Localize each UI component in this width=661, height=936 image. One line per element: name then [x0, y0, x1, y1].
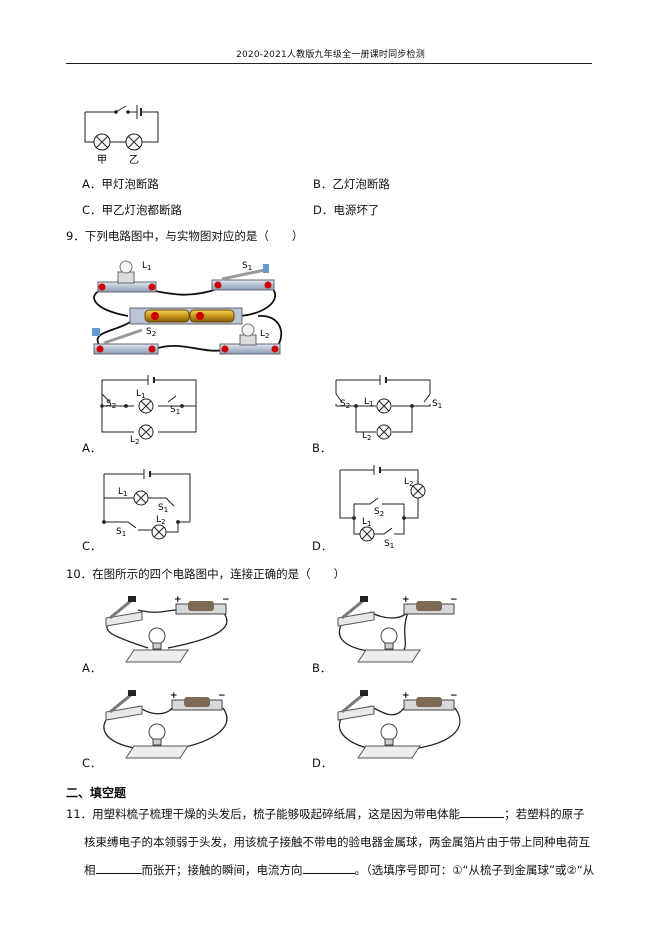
lamp-jia-label: 甲 [97, 155, 107, 166]
q10-option-b-diagram: +− [337, 595, 458, 663]
q9-option-c-diagram: L1 S1 S1 L2 [102, 469, 191, 540]
q8-option-d[interactable]: D．电源坏了 [313, 203, 380, 217]
page-header: 2020-2021人教版九年级全一册课时同步检测 [236, 50, 425, 60]
q10-option-c[interactable]: C． [82, 756, 102, 770]
svg-text:−: − [450, 595, 458, 605]
svg-text:−: − [450, 691, 458, 701]
svg-text:L2: L2 [130, 435, 139, 444]
q11-blank-2[interactable] [95, 861, 142, 874]
q10-option-c-diagram: +− [103, 690, 228, 759]
q11-line-1: 11．用塑料梳子梳理干燥的头发后，梳子能够吸起碎纸屑，这是因为带电体能；若塑料的… [66, 805, 585, 821]
q8-option-a[interactable]: A．甲灯泡断路 [82, 177, 159, 191]
q10-stem: 10．在图所示的四个电路图中，连接正确的是（ ） [66, 567, 346, 581]
lamp-yi-label: 乙 [129, 154, 139, 166]
photo-label-l1: L1 [142, 261, 151, 272]
svg-text:+: + [174, 595, 182, 605]
q9-option-d-diagram: L2 S2 L1 S1 [339, 465, 426, 548]
svg-text:S1: S1 [158, 503, 168, 514]
svg-text:−: − [218, 691, 226, 701]
svg-text:S1: S1 [116, 527, 126, 538]
svg-text:S1: S1 [170, 405, 180, 416]
svg-text:+: + [402, 595, 410, 605]
svg-text:S1: S1 [432, 399, 442, 410]
q9-option-c[interactable]: C． [82, 539, 102, 553]
q11-blank-3[interactable] [302, 861, 355, 874]
header-divider [66, 63, 592, 64]
svg-text:S2: S2 [340, 399, 350, 410]
svg-text:+: + [402, 691, 410, 701]
q9-option-a-diagram: S2 L1 S1 L2 [100, 375, 197, 444]
svg-text:+: + [170, 691, 178, 701]
q10-option-d[interactable]: D． [312, 756, 333, 770]
q9-option-a[interactable]: A． [82, 441, 102, 455]
q8-circuit-diagram: 甲 乙 [84, 105, 159, 166]
q9-physical-circuit: L1 S1 S2 L2 [92, 260, 283, 355]
photo-label-s2: S2 [146, 327, 156, 338]
svg-text:−: − [222, 595, 230, 605]
q10-option-b[interactable]: B． [312, 661, 332, 675]
section-title-fill-in: 二、填空题 [66, 786, 127, 800]
q10-option-a[interactable]: A． [82, 661, 102, 675]
q9-option-b-diagram: S2 L1 S1 L2 [335, 375, 442, 442]
q11-line-3: 相而张开；接触的瞬间，电流方向。（选填序号即可：①“从梳子到金属球”或②“从 [84, 861, 595, 877]
q8-option-b[interactable]: B．乙灯泡断路 [313, 177, 390, 191]
q9-option-d[interactable]: D． [312, 539, 333, 553]
q10-option-a-diagram: +− [105, 595, 230, 663]
q11-line-2: 核束缚电子的本领弱于头发，用该梳子接触不带电的验电器金属球，两金属箔片由于带上同… [84, 835, 590, 849]
svg-text:S2: S2 [106, 399, 116, 410]
photo-label-l2: L2 [260, 329, 269, 340]
svg-text:L1: L1 [364, 397, 373, 408]
svg-text:L2: L2 [156, 515, 165, 526]
q11-blank-1[interactable] [460, 805, 505, 818]
svg-text:L1: L1 [118, 487, 127, 498]
svg-text:L1: L1 [136, 389, 145, 400]
svg-text:L1: L1 [362, 517, 371, 528]
svg-text:S1: S1 [384, 539, 394, 548]
q9-stem: 9．下列电路图中，与实物图对应的是（ ） [66, 229, 304, 243]
svg-text:L2: L2 [362, 431, 371, 442]
photo-label-s1: S1 [242, 261, 252, 272]
q8-option-c[interactable]: C．甲乙灯泡都断路 [82, 203, 183, 217]
q10-option-d-diagram: +− [337, 690, 461, 759]
svg-text:S2: S2 [374, 507, 384, 518]
svg-text:L2: L2 [404, 477, 413, 488]
q9-option-b[interactable]: B． [312, 441, 332, 455]
